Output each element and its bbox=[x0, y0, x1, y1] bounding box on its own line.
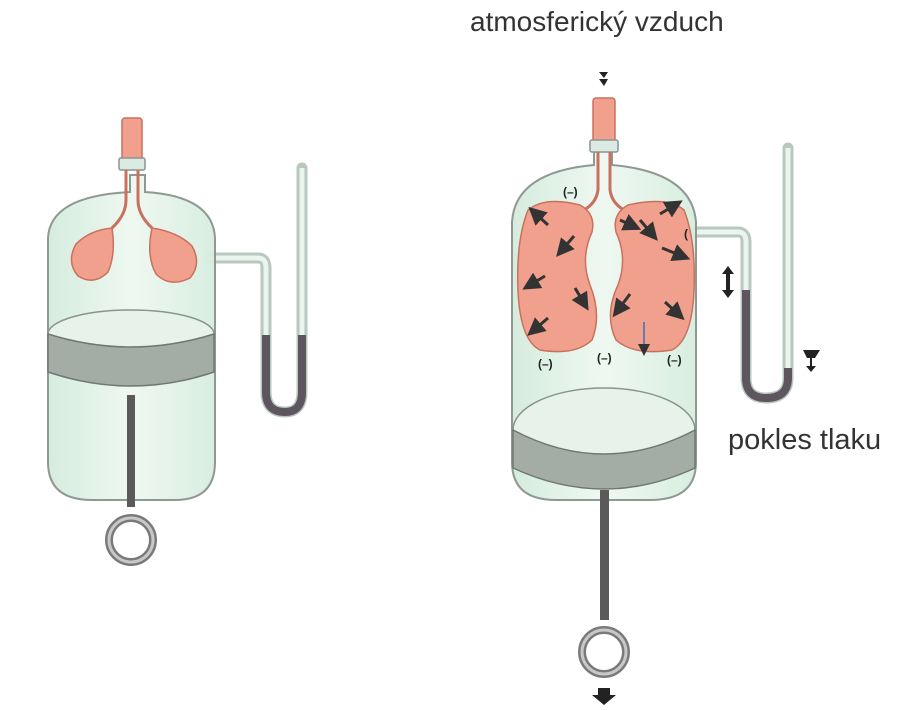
atmospheric-air-label: atmosferický vzduch bbox=[470, 6, 724, 38]
neg-sign-top: (–) bbox=[563, 185, 578, 199]
pressure-drop-label: pokles tlaku bbox=[728, 424, 881, 457]
neg-sign-mid: (–) bbox=[597, 351, 612, 365]
down-arrow-icon bbox=[592, 688, 616, 705]
right-manometer bbox=[694, 148, 788, 398]
right-apparatus: (–) ( (–) (–) (–) bbox=[512, 72, 820, 705]
left-piston-rod bbox=[127, 395, 135, 507]
pressure-arrow-icon bbox=[803, 350, 820, 372]
left-manometer bbox=[210, 168, 302, 412]
right-lung-right bbox=[610, 201, 694, 351]
right-lung-left bbox=[518, 201, 597, 351]
neg-sign-right: (–) bbox=[667, 353, 682, 367]
air-inlet-arrow-icon bbox=[599, 72, 608, 86]
left-apparatus bbox=[48, 118, 302, 562]
neg-sign-side: ( bbox=[684, 227, 688, 241]
neg-sign-left: (–) bbox=[538, 357, 553, 371]
double-arrow-icon bbox=[722, 266, 734, 298]
right-piston-rod bbox=[600, 490, 609, 620]
